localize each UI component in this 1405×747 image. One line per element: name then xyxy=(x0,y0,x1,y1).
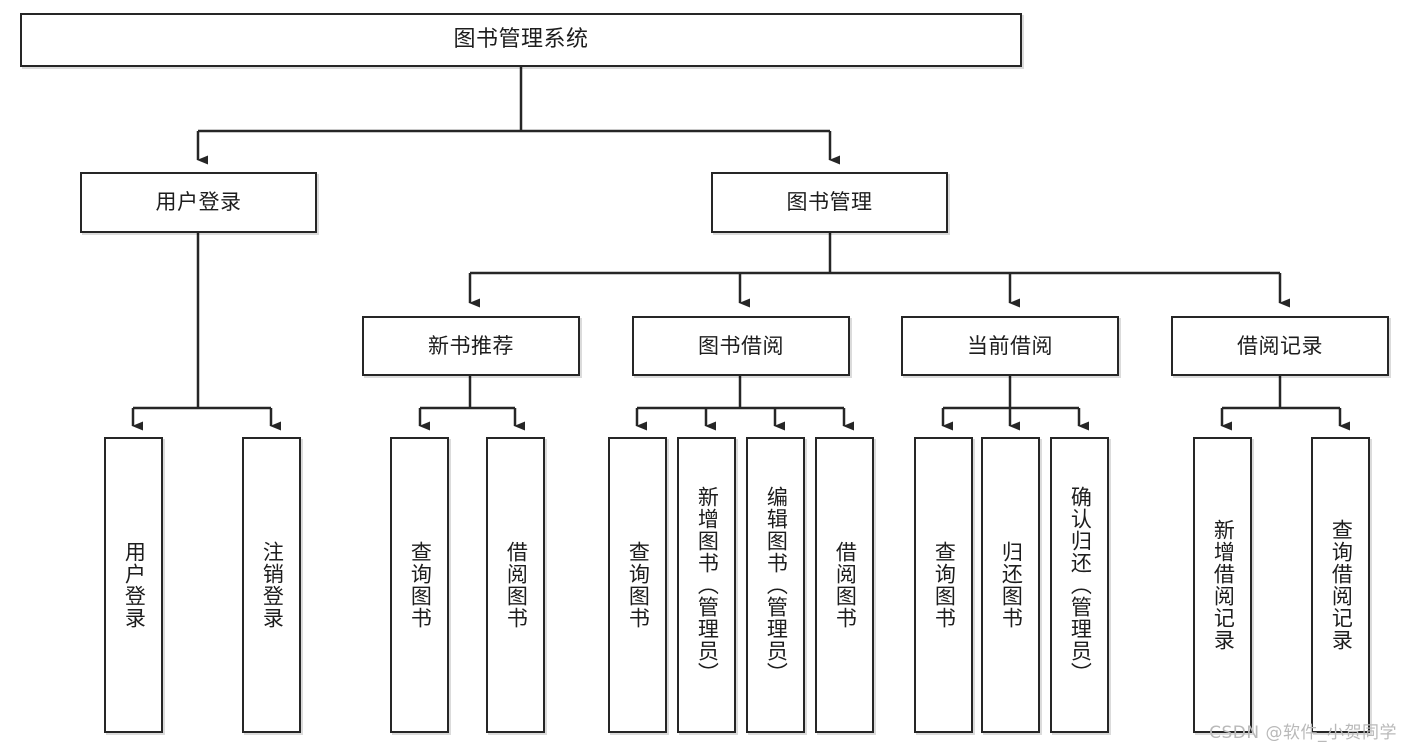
leaf-add-borrow-record[interactable]: 新增借阅记录 xyxy=(1193,437,1252,733)
node-label: 借阅图书 xyxy=(504,541,529,629)
node-label: 新书推荐 xyxy=(428,333,514,358)
node-label: 归还图书 xyxy=(999,541,1024,629)
node-book-borrow[interactable]: 图书借阅 xyxy=(632,316,850,376)
leaf-query-book-current[interactable]: 查询图书 xyxy=(914,437,973,733)
node-label: 用户登录 xyxy=(155,190,242,215)
node-label: 查询图书 xyxy=(932,541,957,629)
node-label: 借阅记录 xyxy=(1237,333,1323,358)
node-label: 确认归还（管理员） xyxy=(1068,486,1093,684)
node-label: 图书管理系统 xyxy=(453,27,589,53)
node-user-login[interactable]: 用户登录 xyxy=(80,172,317,233)
leaf-query-book-borrow[interactable]: 查询图书 xyxy=(608,437,667,733)
leaf-user-login[interactable]: 用户登录 xyxy=(104,437,163,733)
leaf-return-book[interactable]: 归还图书 xyxy=(981,437,1040,733)
node-label: 新增借阅记录 xyxy=(1211,519,1236,651)
node-new-book-recommend[interactable]: 新书推荐 xyxy=(362,316,580,376)
node-current-borrow[interactable]: 当前借阅 xyxy=(901,316,1119,376)
node-label: 图书借阅 xyxy=(698,333,784,358)
node-label: 图书管理 xyxy=(786,190,873,215)
node-root-book-management-system[interactable]: 图书管理系统 xyxy=(20,13,1022,67)
leaf-logout[interactable]: 注销登录 xyxy=(242,437,301,733)
node-book-management[interactable]: 图书管理 xyxy=(711,172,948,233)
node-label: 编辑图书（管理员） xyxy=(764,486,789,684)
leaf-borrow-book[interactable]: 借阅图书 xyxy=(815,437,874,733)
leaf-edit-book-admin[interactable]: 编辑图书（管理员） xyxy=(746,437,805,733)
leaf-query-book-recommend[interactable]: 查询图书 xyxy=(390,437,449,733)
leaf-query-borrow-record[interactable]: 查询借阅记录 xyxy=(1311,437,1370,733)
node-label: 借阅图书 xyxy=(833,541,858,629)
leaf-add-book-admin[interactable]: 新增图书（管理员） xyxy=(677,437,736,733)
node-label: 查询借阅记录 xyxy=(1329,519,1354,651)
node-label: 当前借阅 xyxy=(967,333,1053,358)
node-label: 查询图书 xyxy=(408,541,433,629)
node-borrow-record[interactable]: 借阅记录 xyxy=(1171,316,1389,376)
leaf-borrow-book-recommend[interactable]: 借阅图书 xyxy=(486,437,545,733)
node-label: 注销登录 xyxy=(260,541,285,629)
watermark: CSDN @软件_小贺同学 xyxy=(1209,723,1397,743)
leaf-confirm-return-admin[interactable]: 确认归还（管理员） xyxy=(1050,437,1109,733)
node-label: 查询图书 xyxy=(626,541,651,629)
node-label: 新增图书（管理员） xyxy=(695,486,720,684)
node-label: 用户登录 xyxy=(122,541,147,629)
